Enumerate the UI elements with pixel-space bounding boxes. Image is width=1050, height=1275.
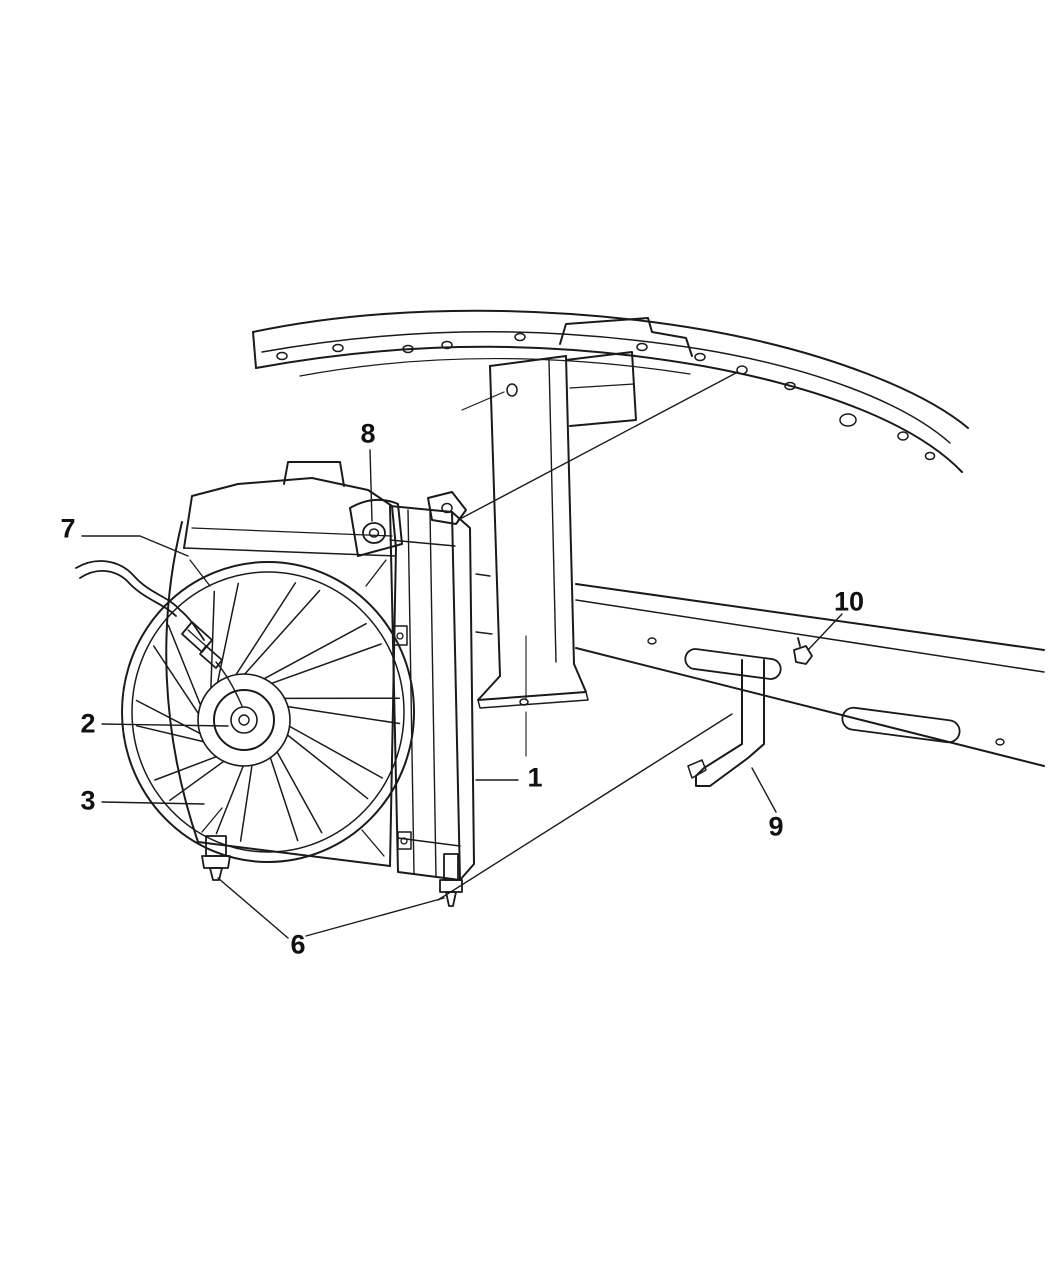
column-side-bracket [566,352,636,426]
drain-cock-right [440,854,462,906]
support-bracket [688,660,764,786]
fan-blade-edge [216,766,243,834]
retaining-clip [794,638,812,664]
wiring-harness [76,561,242,706]
callout-9: 9 [768,811,784,842]
callout-3: 3 [80,785,96,816]
callout-10: 10 [833,586,865,617]
mount-bolt [363,523,385,543]
callout-2: 2 [80,708,96,739]
fan [122,562,414,862]
fan-blade-edge [288,735,368,799]
fan-blade-edge [170,761,224,800]
callout-7: 7 [60,513,76,544]
fan-blade-edge [270,758,297,841]
fan-blade-edge [288,707,400,724]
fan-blade-edge [241,765,252,841]
callout-1: 1 [527,762,543,793]
upper-crossmember [253,311,968,472]
leader-lines [82,373,842,938]
fan-blade-edge [236,583,295,675]
crossmember-bracket [560,318,692,356]
fan-blades [137,583,400,841]
fan-blade-edge [245,591,320,675]
rail-slot [684,648,782,680]
rail-slot [841,706,961,743]
fan-blade-edge [290,726,383,778]
fan-blade-edge [137,726,204,742]
shroud-top-tank [184,478,396,548]
fan-blade-edge [154,646,199,714]
lower-frame-rail [476,574,1044,766]
fan-blade-edge [168,625,200,705]
fan-blade-edge [218,583,239,682]
fan-blade-edge [277,752,322,833]
fan-shroud [166,462,396,866]
fan-hub [198,674,290,766]
filler-cap [284,462,344,486]
crossmember-holes [277,334,935,460]
fan-blade-edge [155,757,216,780]
drain-cock-left [202,836,230,880]
support-column [462,352,636,756]
fan-blade-edge [264,624,366,679]
fan-blade-edge [137,701,201,734]
callout-8: 8 [360,418,376,449]
callout-6: 6 [290,929,306,960]
fan-blade-edge [272,644,381,683]
